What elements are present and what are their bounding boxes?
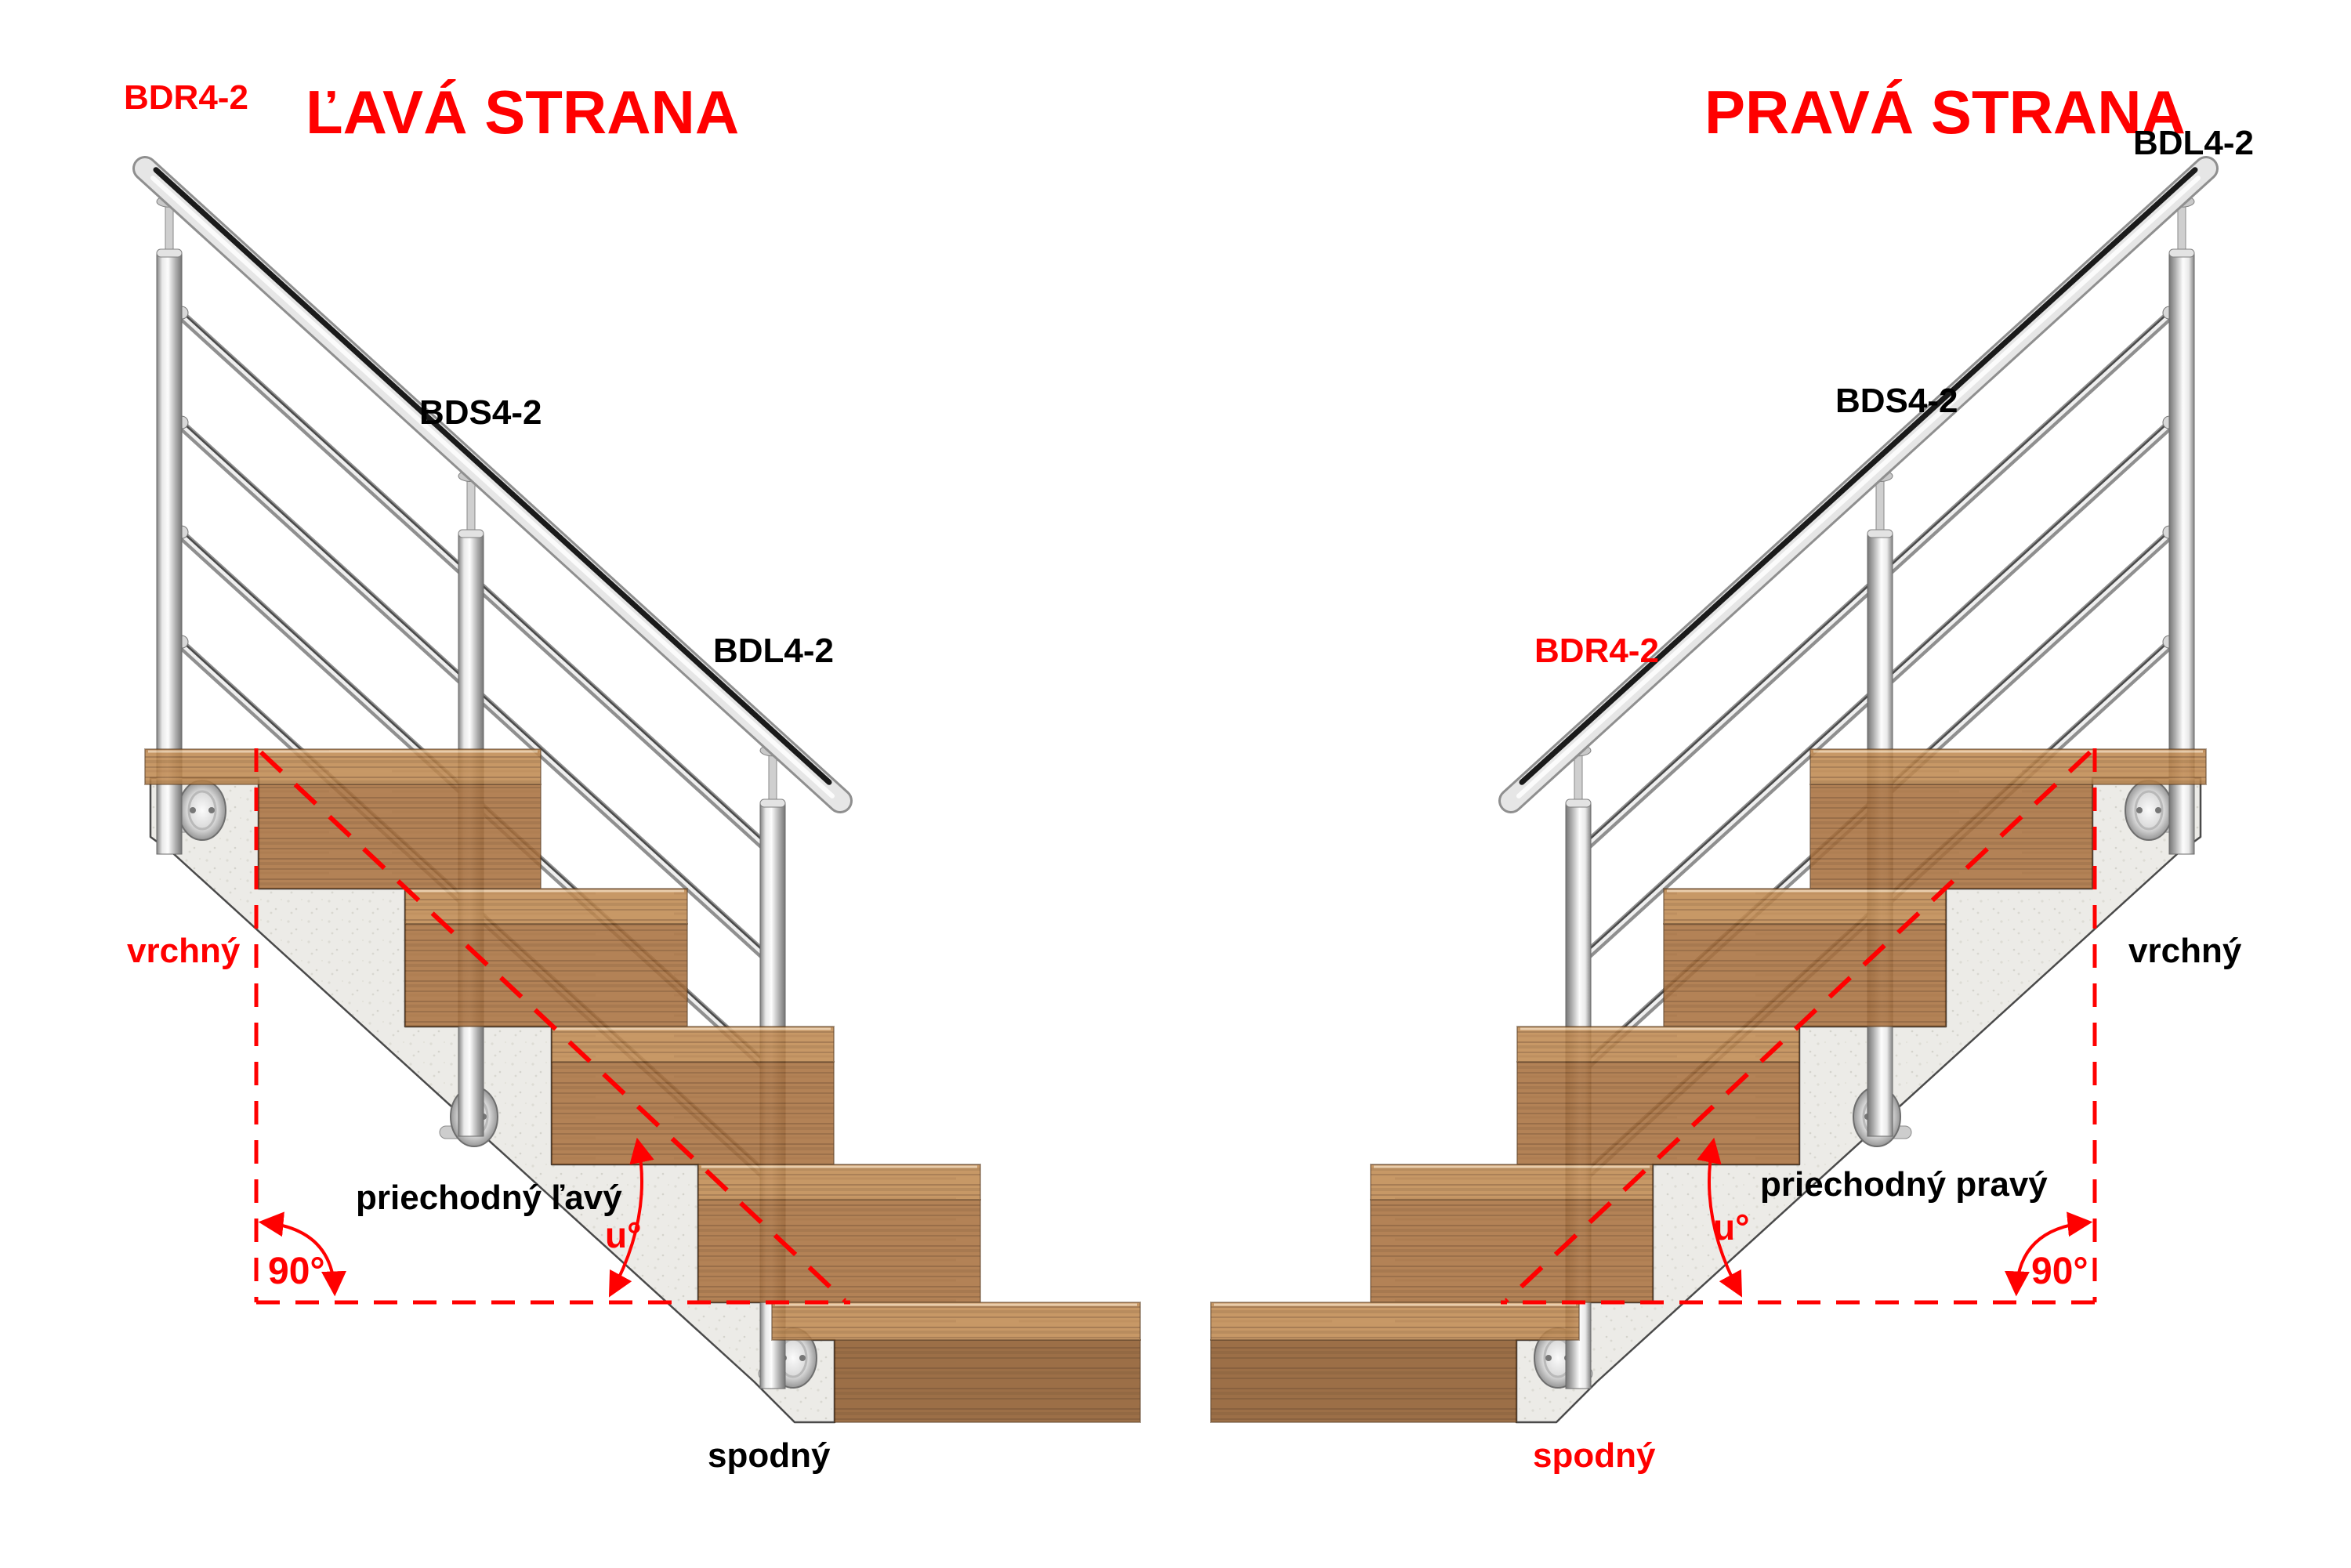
step	[1809, 748, 2207, 889]
angle-construction	[1501, 748, 2097, 1305]
label-right_spodny: spodný	[1533, 1436, 1656, 1475]
step	[404, 888, 688, 1027]
pitch-dashed-line	[259, 750, 847, 1303]
label-left_90: 90°	[268, 1251, 325, 1292]
step	[1516, 1026, 1800, 1165]
staircase-left	[132, 156, 1141, 1424]
flange-bolt	[2155, 807, 2161, 813]
label-right_bdr: BDR4-2	[1534, 632, 1659, 670]
label-left_bds: BDS4-2	[419, 393, 542, 432]
post-cap	[2168, 248, 2195, 258]
label-left_u: u°	[605, 1215, 642, 1255]
label-left_title: ĽAVÁ STRANA	[306, 78, 739, 147]
flange-bolt	[208, 807, 215, 813]
label-left_priechodny: priechodný ľavý	[356, 1179, 622, 1217]
label-right_vrchny: vrchný	[2128, 932, 2242, 970]
label-right_title: PRAVÁ STRANA	[1704, 78, 2186, 147]
arc-90deg	[2004, 1211, 2093, 1297]
flange-disc	[2125, 780, 2173, 841]
step	[697, 1164, 981, 1303]
flange-hex	[187, 790, 217, 831]
handrail	[1498, 156, 2219, 813]
staircase-right	[1210, 156, 2219, 1424]
step	[1370, 1164, 1654, 1303]
label-left_vrchny: vrchný	[127, 932, 241, 970]
flange-disc	[178, 780, 226, 841]
label-right_90: 90°	[2031, 1251, 2088, 1292]
label-right_u: u°	[1713, 1207, 1750, 1248]
flange-bolt	[799, 1355, 806, 1361]
post-cap	[1565, 798, 1592, 808]
post-cap	[458, 529, 484, 538]
wood-steps	[1210, 748, 2207, 1423]
label-left_spodny: spodný	[708, 1436, 831, 1475]
post-cap	[759, 798, 786, 808]
arc-u-angle	[608, 1137, 654, 1298]
wood-steps	[144, 748, 1141, 1423]
label-right_code_top: BDL4-2	[2133, 124, 2254, 162]
step	[771, 1302, 1141, 1423]
label-right_bds: BDS4-2	[1835, 382, 1958, 420]
step	[1663, 888, 1947, 1027]
step	[551, 1026, 835, 1165]
label-left_code_top: BDR4-2	[124, 78, 248, 117]
post-cap	[156, 248, 183, 258]
angle-construction	[254, 748, 850, 1305]
flange-bolt	[1545, 1355, 1552, 1361]
step	[144, 748, 542, 889]
label-left_bdl: BDL4-2	[713, 632, 834, 670]
step	[1210, 1302, 1580, 1423]
pitch-dashed-line	[1504, 750, 2092, 1303]
flange-bolt	[2136, 807, 2143, 813]
arc-90deg	[258, 1211, 347, 1297]
post-cap	[1867, 529, 1893, 538]
flange-hex	[2134, 790, 2164, 831]
handrail	[132, 156, 853, 813]
label-right_priechodny: priechodný pravý	[1760, 1165, 2048, 1204]
flange-bolt	[190, 807, 196, 813]
arc-u-angle	[1697, 1137, 1743, 1298]
